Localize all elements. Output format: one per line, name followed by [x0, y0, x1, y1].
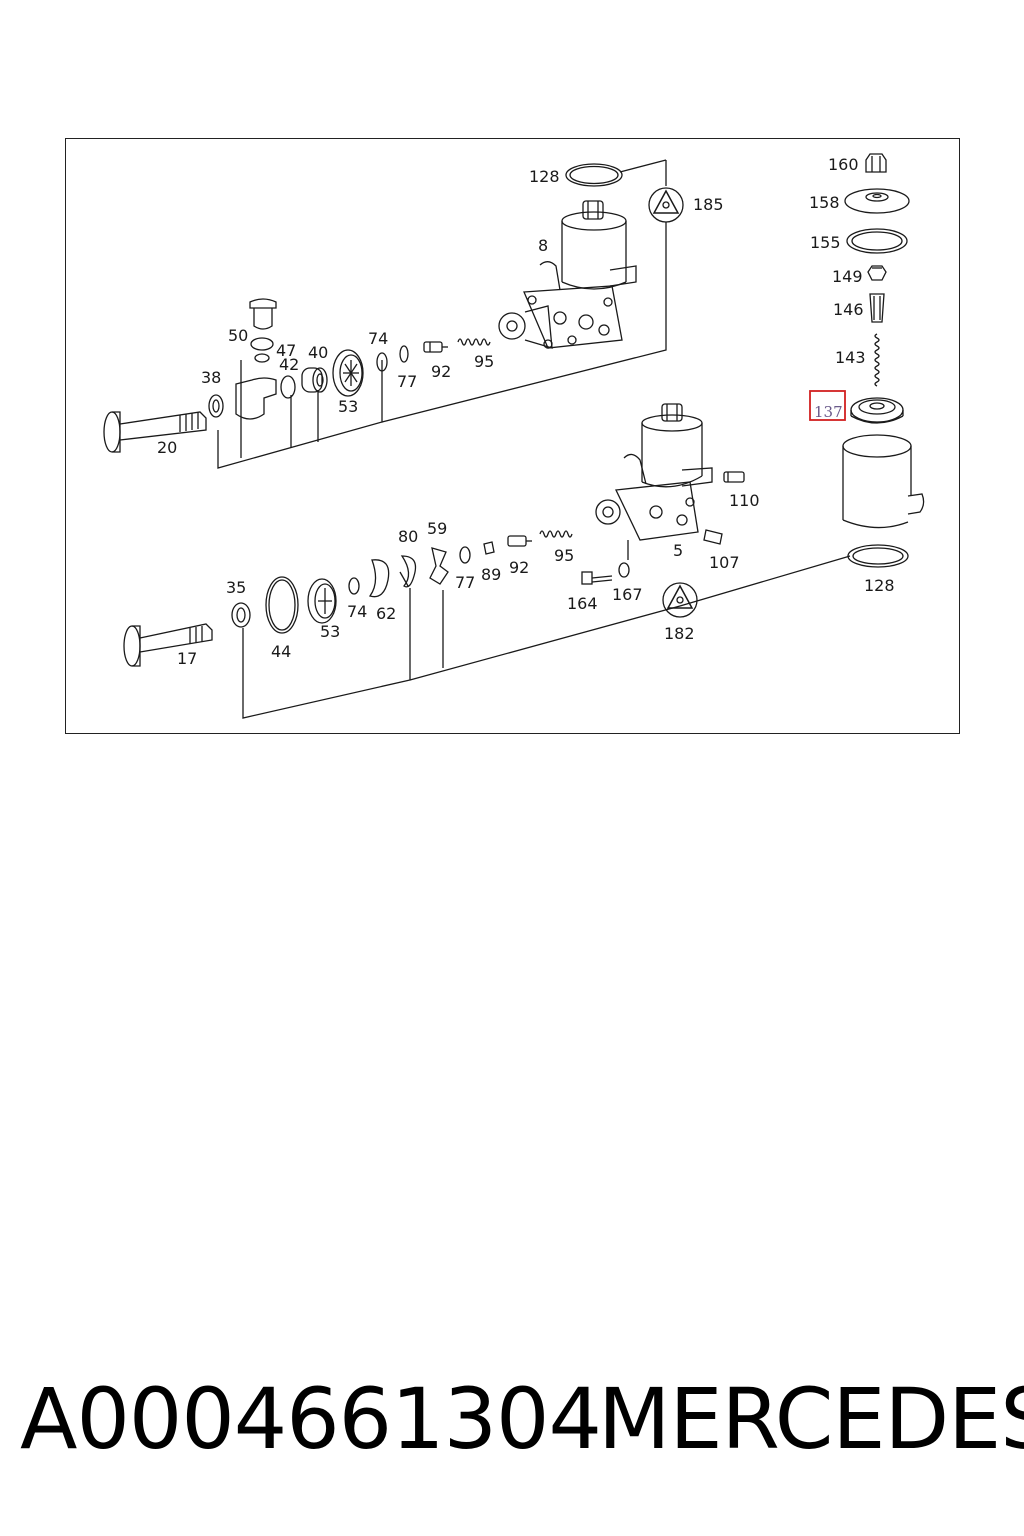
leader-line: [409, 555, 851, 681]
highlight-box: [809, 390, 846, 421]
bearing-40: [301, 367, 328, 393]
callout-8: 8: [538, 236, 548, 255]
badge-185: [648, 187, 684, 223]
callout-50: 50: [228, 326, 248, 345]
cap-160: [865, 153, 887, 173]
callout-53-top: 53: [338, 397, 358, 416]
callout-143: 143: [835, 348, 866, 367]
callout-155: 155: [810, 233, 841, 252]
leader-line: [619, 159, 667, 173]
plate-59: [429, 547, 449, 585]
callout-42: 42: [279, 355, 299, 374]
cap-50: [249, 298, 277, 330]
callout-53-bottom: 53: [320, 622, 340, 641]
callout-80: 80: [398, 527, 418, 546]
spring-143: [874, 333, 880, 387]
ring-47: [250, 337, 274, 351]
callout-164: 164: [567, 594, 598, 613]
power-steering-pump-8: [498, 200, 637, 349]
bearing-35: [231, 602, 251, 628]
ring-89: [483, 541, 495, 555]
pin-107: [703, 529, 723, 545]
callout-74-top: 74: [368, 329, 388, 348]
ring-74-top: [376, 352, 388, 372]
callout-167: 167: [612, 585, 643, 604]
ring-42: [280, 375, 296, 399]
leader-line: [381, 222, 667, 423]
leader-line: [217, 360, 383, 469]
shaft-17: [123, 623, 213, 667]
ring-44: [265, 576, 299, 634]
plate-80: [399, 555, 417, 588]
power-steering-pump-5: [595, 403, 713, 541]
callout-35: 35: [226, 578, 246, 597]
sleeve: [235, 377, 277, 420]
callout-158: 158: [809, 193, 840, 212]
callout-128-bottom: 128: [864, 576, 895, 595]
exploded-parts-diagram: [65, 138, 960, 734]
spring-95-bottom: [539, 530, 573, 538]
callout-137: 137: [814, 403, 843, 421]
washer-167: [618, 562, 630, 578]
callout-182: 182: [664, 624, 695, 643]
callout-92-bottom: 92: [509, 558, 529, 577]
ring-74-bottom: [348, 577, 360, 595]
callout-92-top: 92: [431, 362, 451, 381]
callout-77-top: 77: [397, 372, 417, 391]
bearing-38: [208, 394, 224, 418]
callout-62: 62: [376, 604, 396, 623]
valve-92-bottom: [507, 535, 532, 547]
callout-146: 146: [833, 300, 864, 319]
callout-128-top: 128: [529, 167, 560, 186]
ring-77-bottom: [459, 546, 471, 564]
badge-182: [662, 582, 698, 618]
callout-40: 40: [308, 343, 328, 362]
fitting-110: [723, 471, 745, 483]
callout-17: 17: [177, 649, 197, 668]
fitting-146: [869, 293, 885, 323]
callout-5: 5: [673, 541, 683, 560]
callout-107: 107: [709, 553, 740, 572]
bolt-164: [581, 571, 613, 585]
brand-name: MERCEDES: [598, 1370, 1024, 1468]
callout-44: 44: [271, 642, 291, 661]
callout-38: 38: [201, 368, 221, 387]
callout-149: 149: [832, 267, 863, 286]
seal-ring-128-bottom: [847, 544, 909, 568]
reservoir-housing: [842, 434, 925, 529]
callout-77-bottom: 77: [455, 573, 475, 592]
diagram-drawing: 128 185 8 160 158 155 149 146 143 137 50…: [103, 153, 925, 719]
cover-158: [844, 188, 910, 214]
callout-89: 89: [481, 565, 501, 584]
callout-95-bottom: 95: [554, 546, 574, 565]
seal-ring-128-top: [565, 163, 623, 187]
callout-59: 59: [427, 519, 447, 538]
valve-92-top: [423, 341, 448, 353]
ring-62: [368, 559, 390, 598]
callout-160: 160: [828, 155, 859, 174]
callout-74-bottom: 74: [347, 602, 367, 621]
callout-110: 110: [729, 491, 760, 510]
nut-149: [867, 265, 887, 281]
callout-20: 20: [157, 438, 177, 457]
ring-77-top: [399, 345, 409, 363]
gasket-155: [846, 228, 908, 254]
spring-95-top: [457, 338, 491, 346]
shaft-20: [103, 411, 207, 453]
rotor-53-bottom: [307, 578, 337, 624]
callout-185: 185: [693, 195, 724, 214]
leader-line: [242, 588, 411, 719]
part-number: A0004661304: [20, 1370, 602, 1468]
rotor-53-top: [332, 349, 364, 397]
callout-95-top: 95: [474, 352, 494, 371]
filter-137: [850, 397, 904, 424]
callout-47: 47: [276, 341, 296, 360]
